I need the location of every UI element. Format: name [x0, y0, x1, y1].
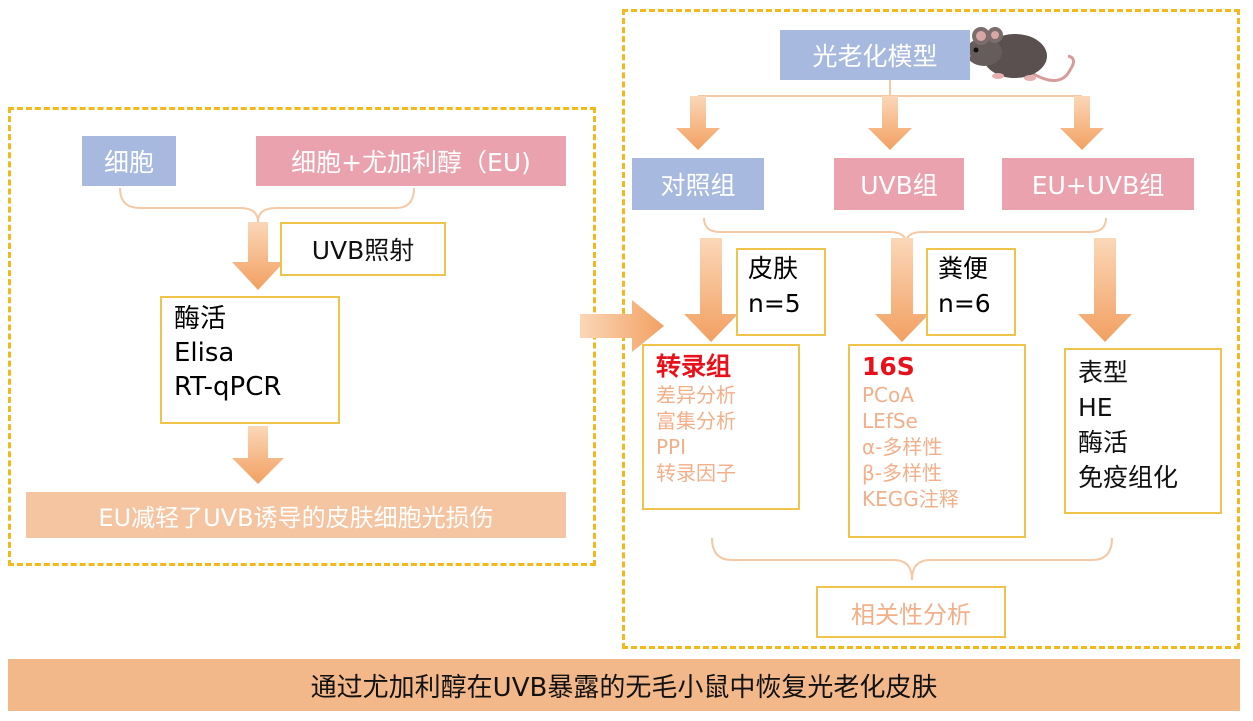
assay-item: Elisa [174, 338, 235, 368]
microbiome-box: 16S PCoA LEfSe α-多样性 β-多样性 KEGG注释 [848, 344, 1026, 538]
microbiome-title: 16S [862, 352, 915, 381]
conclusion-box: EU减轻了UVB诱导的皮肤细胞光损伤 [26, 492, 566, 538]
sample-arrow-1 [684, 238, 738, 342]
transcriptome-box: 转录组 差异分析 富集分析 PPI 转录因子 [642, 344, 800, 510]
microbiome-item: KEGG注释 [862, 487, 959, 511]
group-arrow-3 [1060, 96, 1104, 150]
panel-arrow [580, 300, 664, 352]
skin-sample-box: 皮肤 n=5 [736, 248, 826, 336]
mouse-icon [965, 27, 1075, 82]
uvb-irradiation-box: UVB照射 [280, 222, 446, 276]
assay-item: RT-qPCR [174, 372, 282, 402]
sample-arrow-2 [875, 238, 929, 342]
microbiome-item: PCoA [862, 383, 914, 407]
assay-item: 酶活 [174, 304, 227, 334]
group-uvb-box: UVB组 [834, 158, 964, 210]
result-arrow [232, 426, 284, 484]
cell-brace [119, 187, 415, 223]
microbiome-item: α-多样性 [862, 435, 943, 459]
correlation-brace [711, 537, 1113, 581]
correlation-box: 相关性分析 [816, 586, 1006, 638]
assay-list: 酶活 Elisa RT-qPCR [160, 296, 340, 424]
sample-arrow-3 [1078, 238, 1132, 342]
model-box: 光老化模型 [780, 30, 970, 80]
transcriptome-title: 转录组 [656, 352, 732, 381]
cell-box: 细胞 [82, 136, 176, 186]
phenotype-box: 表型 HE 酶活 免疫组化 [1064, 348, 1222, 514]
group-arrow-1 [676, 96, 720, 150]
bottom-banner: 通过尤加利醇在UVB暴露的无毛小鼠中恢复光老化皮肤 [8, 659, 1240, 711]
cell-eu-box: 细胞+尤加利醇（EU) [256, 136, 566, 186]
uvb-arrow [232, 222, 284, 290]
transcriptome-item: 转录因子 [656, 461, 736, 485]
transcriptome-item: PPI [656, 435, 687, 459]
group-control-box: 对照组 [632, 158, 764, 210]
microbiome-item: LEfSe [862, 409, 918, 433]
group-eu-uvb-box: EU+UVB组 [1002, 158, 1194, 210]
group-arrow-2 [868, 96, 912, 150]
transcriptome-item: 差异分析 [656, 383, 736, 407]
feces-sample-box: 粪便 n=6 [926, 248, 1016, 336]
microbiome-item: β-多样性 [862, 461, 942, 485]
transcriptome-item: 富集分析 [656, 409, 736, 433]
